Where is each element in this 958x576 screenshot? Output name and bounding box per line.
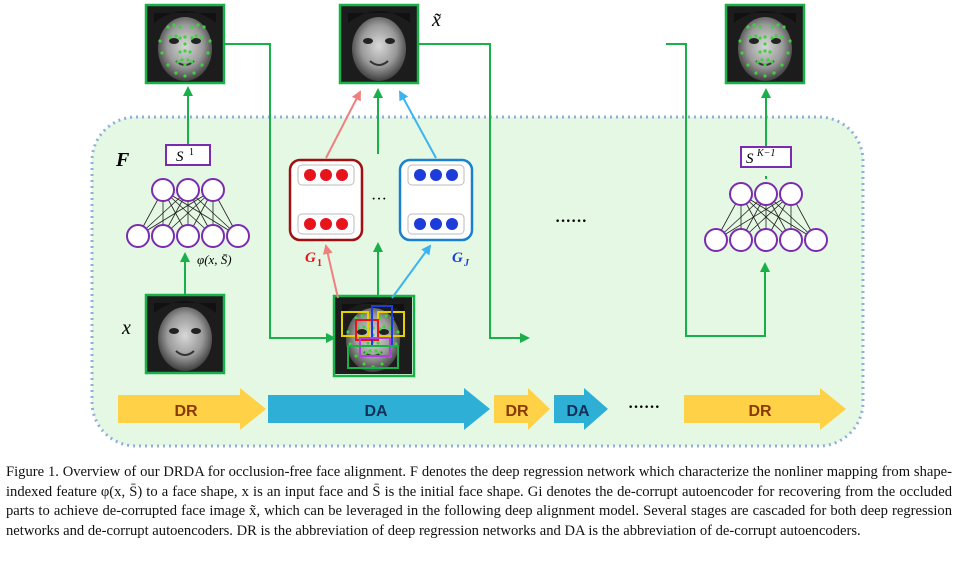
autoencoder-gj-label: G J bbox=[452, 250, 470, 269]
stage-arrow-da-1: DA bbox=[268, 388, 490, 430]
stage-arrow-dr-2: DR bbox=[494, 388, 550, 430]
input-face-image bbox=[144, 293, 226, 375]
svg-text:K−1: K−1 bbox=[756, 148, 775, 159]
svg-text:G: G bbox=[452, 250, 463, 266]
decorrupted-face-label: x̃ bbox=[431, 9, 441, 31]
autoencoder-ellipsis: ··· bbox=[371, 191, 387, 208]
figure-caption: Figure 1. Overview of our DRDA for occlu… bbox=[6, 463, 952, 541]
svg-text:1: 1 bbox=[317, 258, 322, 269]
svg-text:J: J bbox=[463, 258, 470, 269]
stage-ellipsis: ······ bbox=[628, 399, 660, 416]
drda-overview-figure: F S 1 φ(x, S̄) x x̃ bbox=[90, 3, 865, 448]
shape-s1-box: S 1 bbox=[165, 144, 211, 166]
autoencoder-g1 bbox=[288, 158, 364, 242]
caption-text: Figure 1. Overview of our DRDA for occlu… bbox=[6, 464, 952, 539]
svg-text:DR: DR bbox=[174, 403, 198, 420]
output-face-image-stage-1 bbox=[144, 3, 226, 85]
autoencoder-gj bbox=[398, 158, 474, 242]
svg-text:DA: DA bbox=[566, 403, 590, 420]
svg-text:S: S bbox=[746, 151, 754, 167]
stage-arrow-da-2: DA bbox=[554, 388, 608, 430]
svg-text:DA: DA bbox=[364, 403, 388, 420]
shape-sk-box: S K−1 bbox=[740, 146, 792, 168]
autoencoder-g1-label: G 1 bbox=[305, 250, 322, 269]
regression-network-k bbox=[704, 182, 828, 252]
svg-text:DR: DR bbox=[505, 403, 529, 420]
stage-arrow-dr-1: DR bbox=[118, 388, 266, 430]
occluded-face-image bbox=[332, 294, 416, 378]
stage-arrow-dr-k: DR bbox=[684, 388, 846, 430]
input-face-label: x bbox=[121, 317, 131, 339]
output-face-image-stage-k bbox=[724, 3, 806, 85]
decorrupted-face-image bbox=[338, 3, 420, 85]
svg-text:G: G bbox=[305, 250, 316, 266]
svg-text:1: 1 bbox=[189, 147, 194, 158]
panel-label: F bbox=[115, 149, 130, 171]
between-stage-ellipsis: ······ bbox=[555, 213, 587, 230]
svg-text:S: S bbox=[176, 149, 184, 165]
regression-network-1 bbox=[126, 178, 250, 248]
regression-network-panel bbox=[90, 115, 865, 448]
svg-text:DR: DR bbox=[748, 403, 772, 420]
shape-indexed-feature-label: φ(x, S̄) bbox=[197, 252, 232, 267]
